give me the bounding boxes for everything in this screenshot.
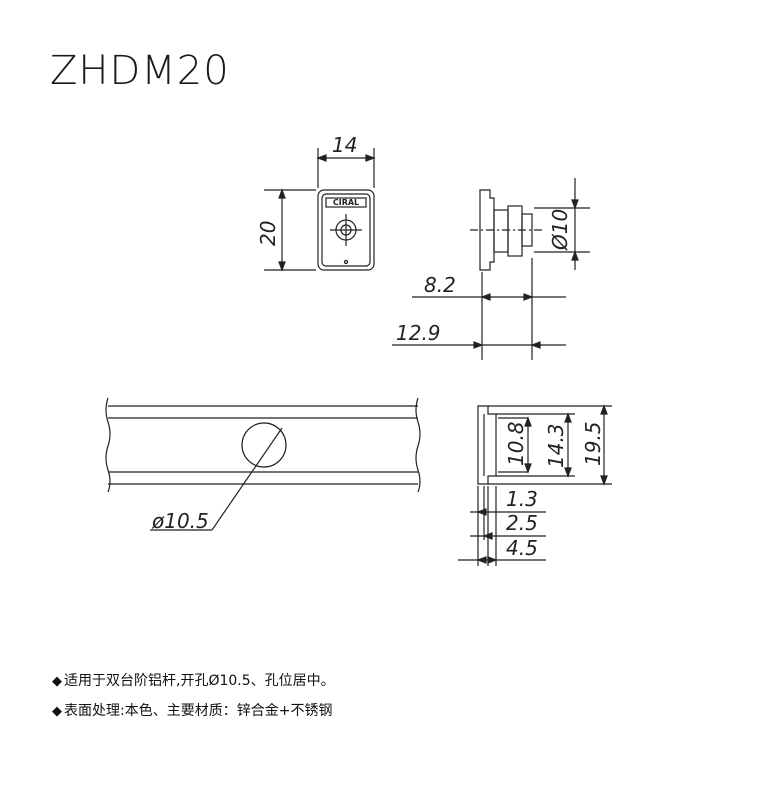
note-2-text: 表面处理:本色、主要材质：锌合金+不锈钢 <box>64 703 333 719</box>
dim-label-4-5: 4.5 <box>506 536 538 560</box>
dim-label-hole: ø10.5 <box>151 509 209 533</box>
note-1: ◆适用于双台阶铝杆,开孔Ø10.5、孔位居中。 <box>52 670 335 690</box>
dim-label-2-5: 2.5 <box>506 511 538 535</box>
front-view <box>317 189 375 271</box>
brand-logo: CIRAL <box>333 198 359 207</box>
note-1-text: 适用于双台阶铝杆,开孔Ø10.5、孔位居中。 <box>64 673 335 689</box>
note-2: ◆表面处理:本色、主要材质：锌合金+不锈钢 <box>52 700 332 720</box>
dim-label-10-8: 10.8 <box>504 421 528 466</box>
dim-dia10 <box>534 178 590 270</box>
dim-label-1-3: 1.3 <box>506 487 538 511</box>
dim-label-19-5: 19.5 <box>581 421 605 466</box>
dim-label-12-9: 12.9 <box>396 321 441 345</box>
dim-label-14-3: 14.3 <box>544 423 568 468</box>
dim-8-2 <box>412 258 566 360</box>
rail-section <box>458 404 612 566</box>
side-view <box>470 189 545 271</box>
diamond-bullet-icon: ◆ <box>52 704 62 719</box>
dim-20 <box>264 188 316 272</box>
dim-label-14: 14 <box>332 133 357 157</box>
dim-label-20: 20 <box>256 221 280 246</box>
dim-label-8-2: 8.2 <box>424 273 456 297</box>
page-title: ZHDM20 <box>50 48 230 94</box>
rail-view <box>105 397 421 531</box>
diamond-bullet-icon: ◆ <box>52 674 62 689</box>
dim-12-9 <box>392 341 566 349</box>
dim-label-dia10: Ø10 <box>548 209 572 251</box>
dim-14 <box>316 148 376 188</box>
